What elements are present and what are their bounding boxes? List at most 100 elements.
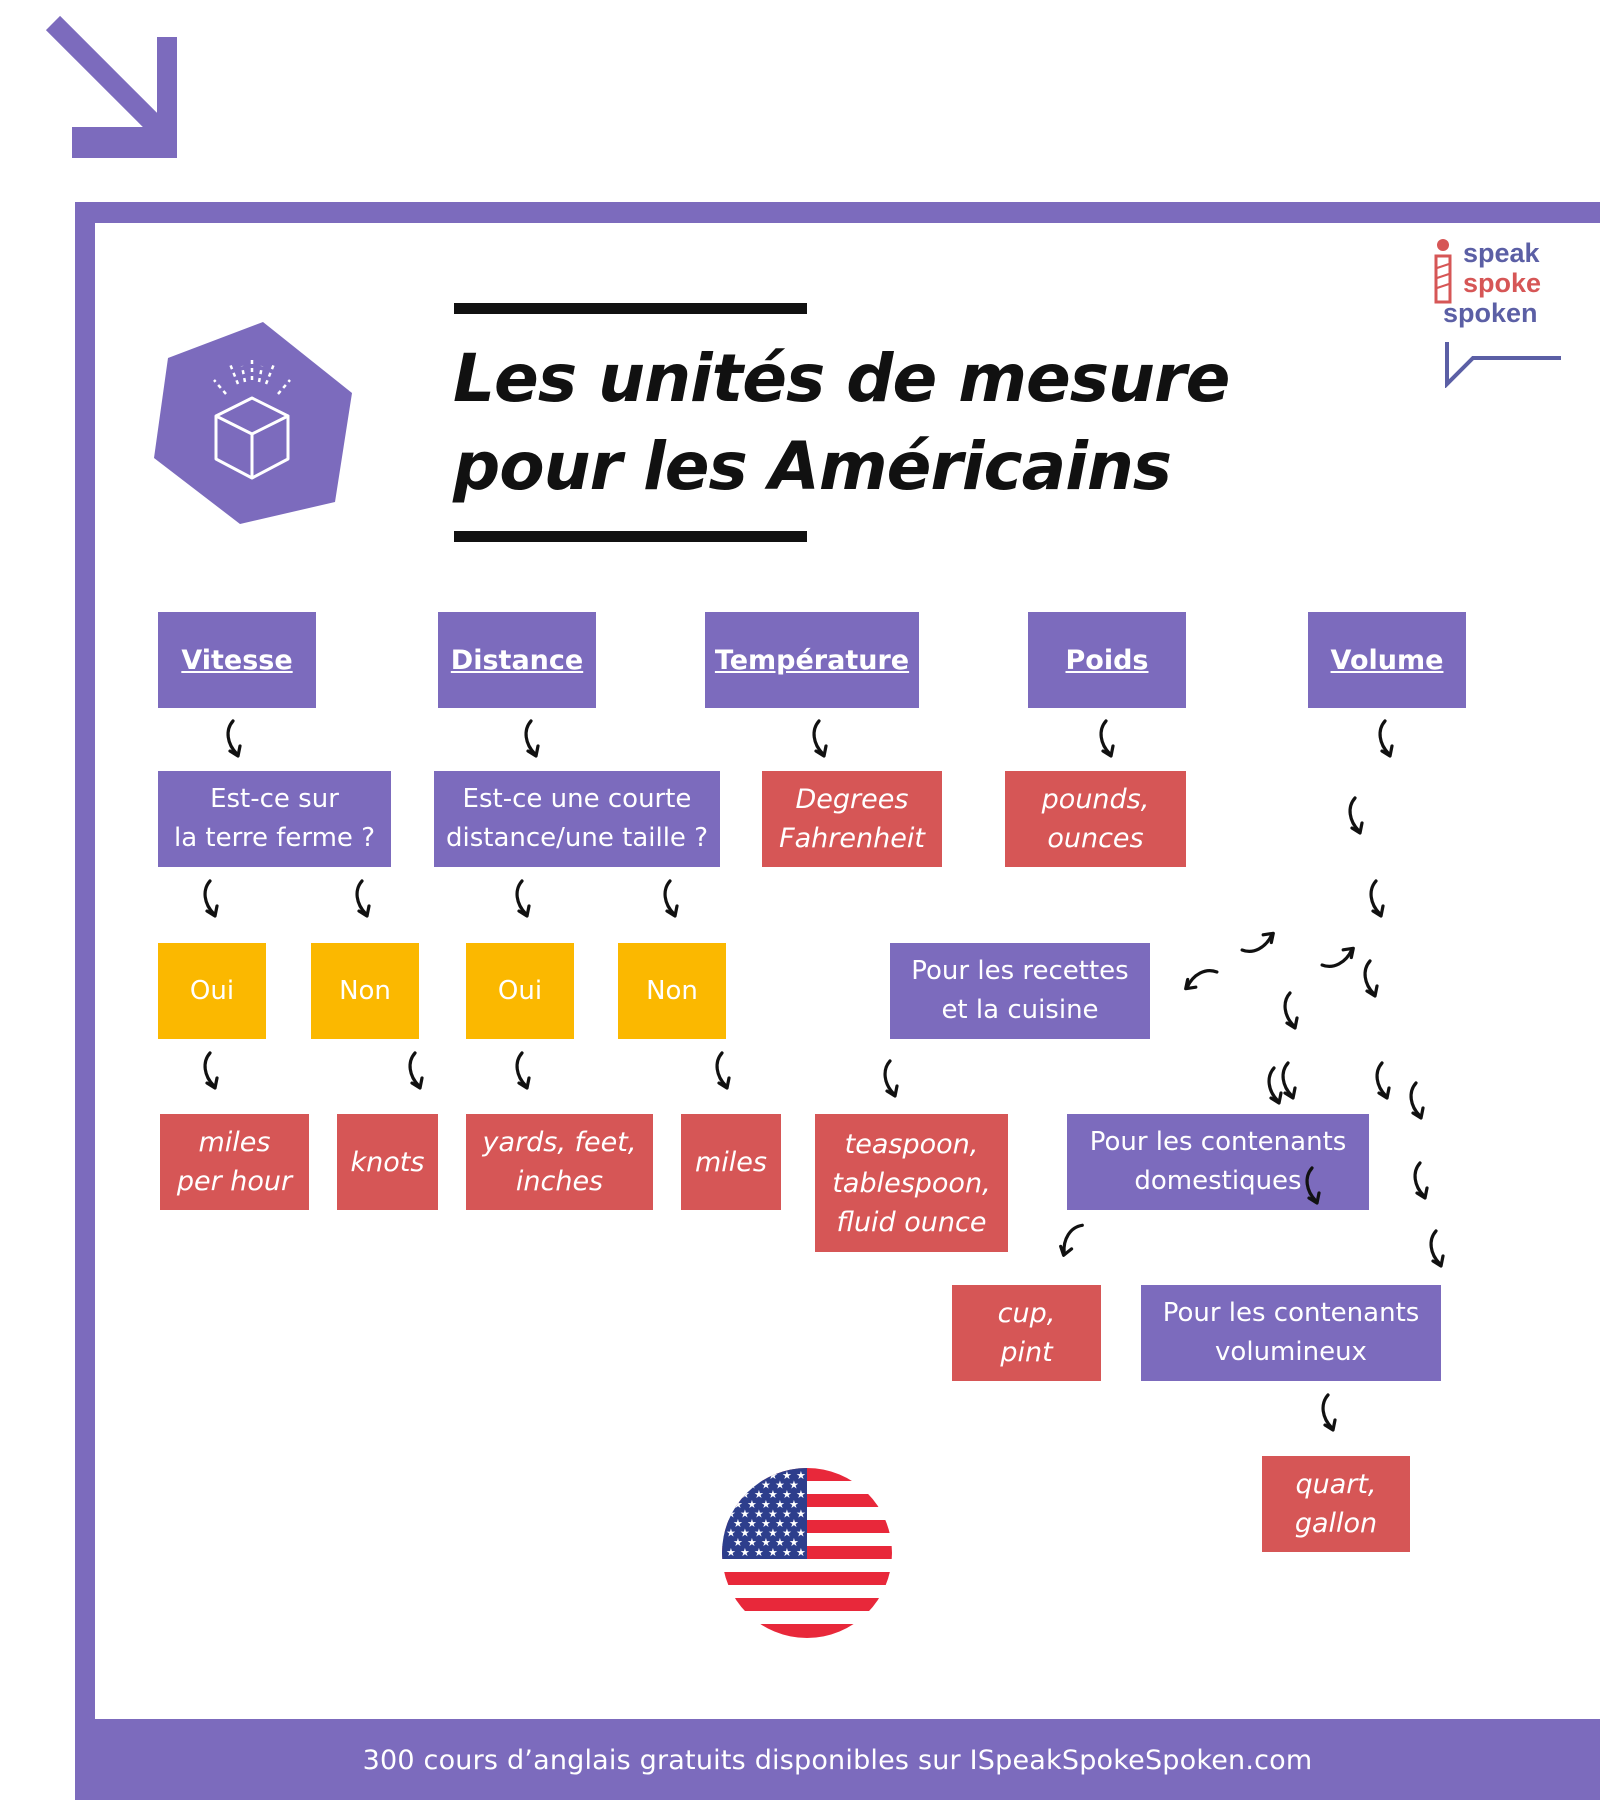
flag-star: ★ [796,1527,806,1540]
curved-arrow-icon [408,1051,424,1090]
curved-arrow-icon [1240,931,1275,953]
flag-star: ★ [768,1546,778,1559]
flag-star: ★ [796,1507,806,1520]
category-poids: Poids [1028,612,1186,708]
curved-arrow-icon [1320,946,1355,968]
logo-word-spoke: spoke [1463,268,1542,298]
flag-star: ★ [768,1527,778,1540]
flag-star: ★ [747,1498,757,1511]
volume-domestiques-line-1: Pour les contenants [1089,1127,1347,1157]
flag-star: ★ [740,1469,750,1482]
curved-arrow-icon [203,879,219,918]
flag-star: ★ [726,1469,736,1482]
answer-volume-domestiques: cup, pint [952,1285,1101,1381]
flag-star: ★ [754,1546,764,1559]
flag-star: ★ [782,1527,792,1540]
flag-star: ★ [789,1517,799,1530]
flag-star: ★ [768,1469,778,1482]
curved-arrow-icon [355,879,371,918]
curved-arrow-icon [883,1059,899,1098]
answer-poids-line-2: ounces [1047,823,1144,854]
curved-arrow-icon [1321,1393,1337,1432]
answer-recettes-line-1: teaspoon, [844,1128,979,1160]
answer-poids: pounds,ounces [1005,771,1186,867]
logo-word-spoken: spoken [1443,298,1538,328]
question-vitesse: Est-ce sur la terre ferme ? [158,771,391,867]
answer-volumineux-line-1: quart, [1295,1469,1377,1500]
logo-word-speak: speak [1463,238,1540,268]
curved-arrow-icon [1413,1161,1429,1200]
curved-arrow-icon [1267,1066,1283,1105]
curved-arrow-icon [1409,1081,1425,1120]
curved-arrow-icon [1375,1061,1391,1100]
question-vitesse-line-1: Est-ce sur [210,784,339,814]
curved-arrow-icon [1059,1223,1084,1257]
curved-arrow-icon [1378,719,1394,758]
answer-temperature-line-1: Degrees [795,784,909,815]
flag-star: ★ [726,1546,736,1559]
curved-arrow-icon [1283,991,1299,1030]
answer-distance-non: miles [681,1114,781,1210]
title-line-1: Les unités de mesure [453,340,1230,417]
question-distance-line-1: Est-ce une courte [462,784,692,814]
flag-star: ★ [775,1498,785,1511]
curved-arrow-icon [1099,719,1115,758]
footer-text: 300 cours d’anglais gratuits disponibles… [362,1744,1313,1776]
curved-arrow-icon [1281,1061,1297,1100]
distance-non: Non [618,943,726,1039]
curved-arrow-icon [1363,959,1379,998]
flag-star: ★ [789,1498,799,1511]
flag-star: ★ [733,1498,743,1511]
answer-distance-oui-line-2: inches [515,1166,604,1197]
flag-star: ★ [796,1469,806,1482]
answer-temperature-line-2: Fahrenheit [779,823,925,854]
flag-star: ★ [726,1488,736,1501]
flag-star: ★ [733,1479,743,1492]
flag-star: ★ [761,1479,771,1492]
flag-star: ★ [726,1527,736,1540]
vitesse-oui: Oui [158,943,266,1039]
page-title: Les unités de mesure pour les Américains [453,335,1353,511]
category-vitesse: Vitesse [158,612,316,708]
flag-star: ★ [754,1488,764,1501]
flag-star: ★ [775,1479,785,1492]
flag-star: ★ [740,1507,750,1520]
flag-star: ★ [796,1488,806,1501]
question-vitesse-line-2: la terre ferme ? [174,823,375,853]
curved-arrow-icon [1184,969,1219,991]
volume-recettes-line-2: et la cuisine [941,995,1099,1025]
logo: speak spoke spoken [1433,236,1573,391]
flag-star: ★ [754,1469,764,1482]
flag-star: ★ [768,1507,778,1520]
flag-star: ★ [754,1507,764,1520]
answer-distance-oui-line-1: yards, feet, [482,1127,637,1158]
flag-star: ★ [796,1546,806,1559]
answer-domestiques-line-1: cup, [997,1298,1056,1329]
curved-arrow-icon [715,1051,731,1090]
category-temperature: Température [705,612,919,708]
answer-domestiques-line-2: pint [1000,1337,1053,1368]
answer-recettes-line-3: fluid ounce [836,1206,987,1238]
curved-arrow-icon [226,719,242,758]
flag-star: ★ [782,1488,792,1501]
box-icon [154,322,352,524]
speech-bubble-icon [1445,342,1561,388]
curved-arrow-icon [1305,1166,1321,1205]
flag-star: ★ [740,1546,750,1559]
flag-star: ★ [747,1536,757,1549]
answer-volume-volumineux: quart,gallon [1262,1456,1410,1552]
flag-star: ★ [789,1536,799,1549]
curved-arrow-icon [1369,879,1385,918]
volume-recettes-line-1: Pour les recettes [911,956,1129,986]
flag-star: ★ [761,1517,771,1530]
flag-star: ★ [754,1527,764,1540]
flag-star: ★ [733,1536,743,1549]
corner-arrow-icon [45,15,177,158]
flag-star: ★ [789,1479,799,1492]
curved-arrow-icon [1348,796,1364,835]
